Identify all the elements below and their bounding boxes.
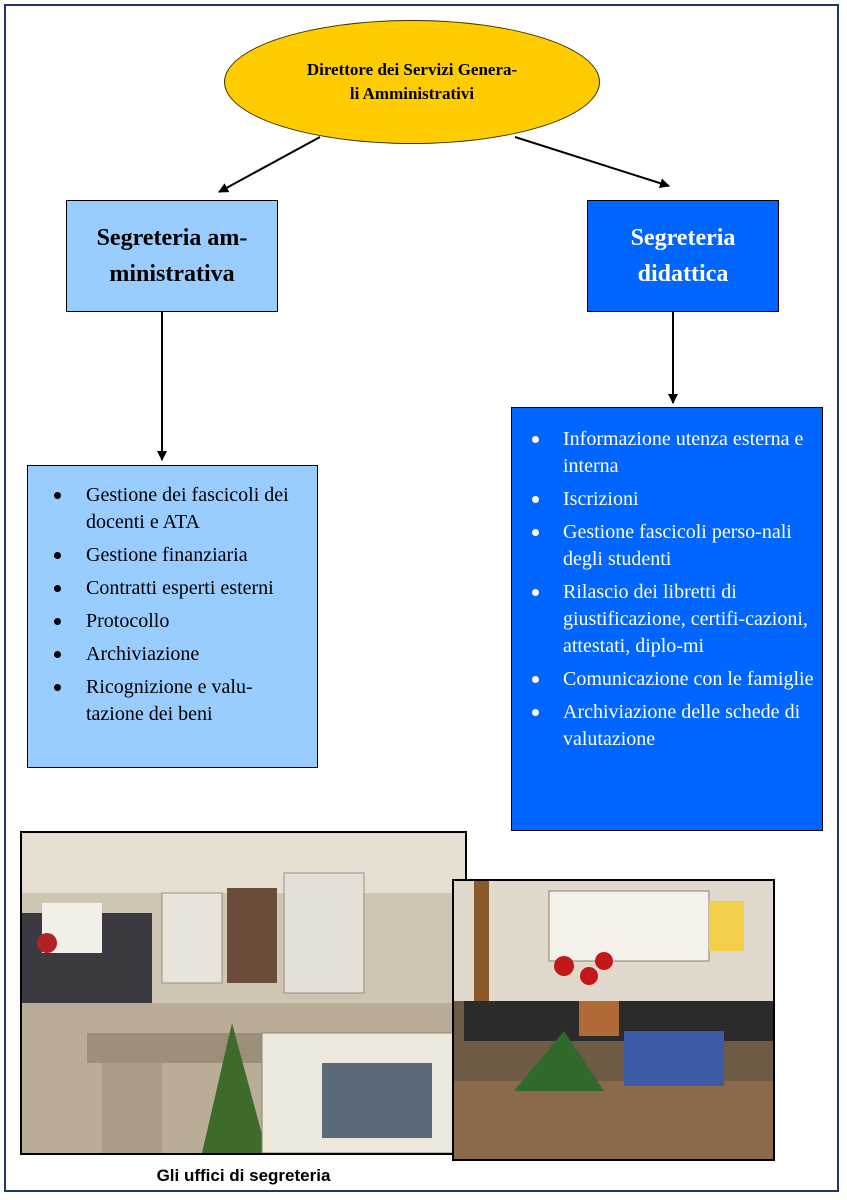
director-title: Direttore dei Servizi Genera- li Amminis… (306, 60, 518, 103)
list-item: Protocollo (54, 608, 305, 635)
list-item: Archiviazione delle schede di valutazion… (532, 699, 814, 753)
bullet-icon (54, 684, 61, 691)
office-photo (20, 831, 467, 1155)
amministrativa-node: Segreteria am- ministrativa (66, 200, 278, 312)
list-item: Informazione utenza esterna e interna (532, 426, 814, 480)
list-item: Comunicazione con le famiglie (532, 666, 814, 693)
arrow-to-didattica (514, 136, 670, 189)
bullet-icon (54, 492, 61, 499)
director-node: Direttore dei Servizi Genera- li Amminis… (224, 20, 600, 144)
didattica-node: Segreteria didattica (587, 200, 779, 312)
list-item: Iscrizioni (532, 486, 814, 513)
bullet-icon (532, 529, 539, 536)
arrow-to-amministrativa (218, 136, 321, 193)
didattica-task-list: Informazione utenza esterna e interna Is… (511, 407, 823, 831)
amministrativa-task-list: Gestione dei fascicoli dei docenti e ATA… (27, 465, 318, 768)
list-item: Gestione dei fascicoli dei docenti e ATA (54, 482, 305, 536)
list-item: Ricognizione e valu-tazione dei beni (54, 674, 305, 728)
list-item: Rilascio dei libretti di giustificazione… (532, 579, 814, 660)
bullet-icon (532, 676, 539, 683)
page-frame (4, 4, 839, 1192)
bullet-icon (54, 618, 61, 625)
list-item: Gestione finanziaria (54, 542, 305, 569)
bullet-icon (532, 589, 539, 596)
office-detail-photo (452, 879, 775, 1161)
bullet-icon (54, 651, 61, 658)
list-item: Contratti esperti esterni (54, 575, 305, 602)
list-item: Gestione fascicoli perso-nali degli stud… (532, 519, 814, 573)
amministrativa-title: Segreteria am- ministrativa (96, 225, 248, 287)
didattica-title: Segreteria didattica (630, 225, 736, 287)
photo-caption: Gli uffici di segreteria (156, 1166, 331, 1185)
bullet-icon (532, 436, 539, 443)
bullet-icon (532, 709, 539, 716)
bullet-icon (532, 496, 539, 503)
bullet-icon (54, 552, 61, 559)
list-item: Archiviazione (54, 641, 305, 668)
bullet-icon (54, 585, 61, 592)
